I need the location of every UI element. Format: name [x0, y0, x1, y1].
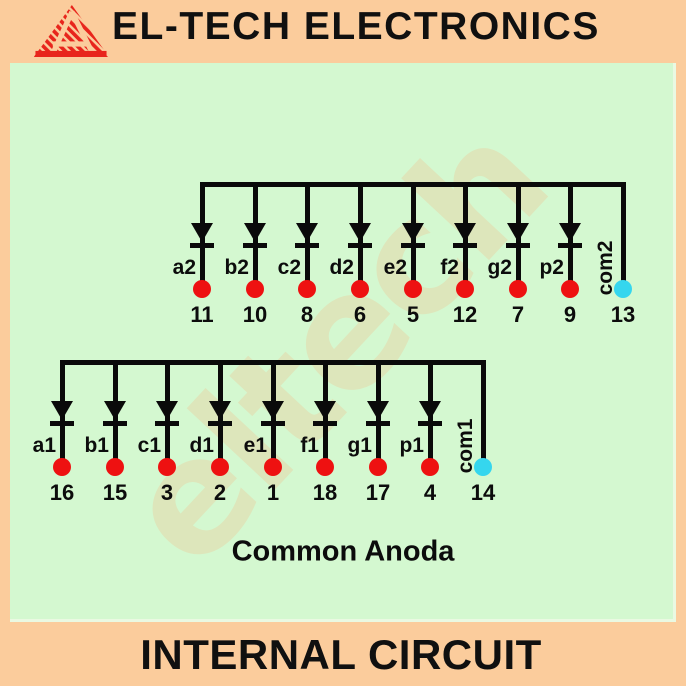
footer-title: INTERNAL CIRCUIT	[140, 631, 542, 678]
circuit-panel: eltech	[10, 63, 676, 622]
logo-crossbar	[52, 41, 90, 47]
common-anode-caption: Common Anoda	[231, 535, 455, 568]
watermark: eltech	[88, 90, 582, 602]
logo-base	[35, 50, 107, 57]
eltech-triangle-logo-icon	[33, 5, 110, 57]
company-name: EL-TECH ELECTRONICS	[112, 5, 600, 48]
header: EL-TECH ELECTRONICS	[0, 0, 686, 63]
